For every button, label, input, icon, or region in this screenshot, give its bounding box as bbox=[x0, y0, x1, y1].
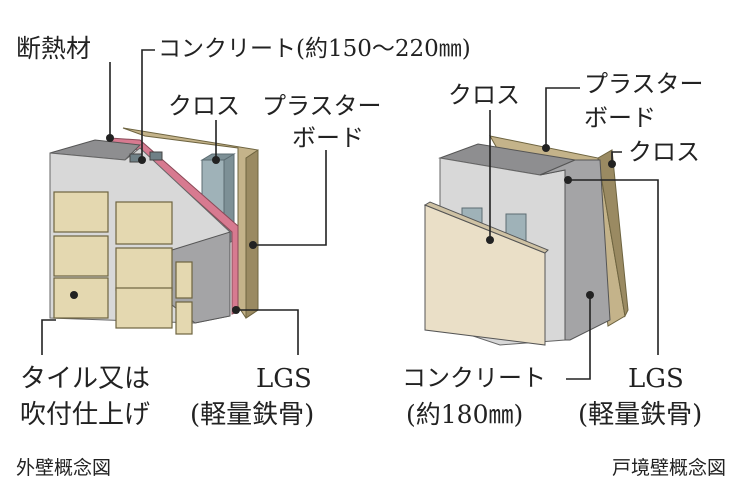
exterior-wall-illustration bbox=[49, 127, 259, 335]
pt-plaster-label-line1: プラスター bbox=[584, 70, 704, 98]
ext-cloth-label: クロス bbox=[168, 92, 240, 120]
ext-tile-label-line2: 吹付仕上げ bbox=[20, 400, 151, 430]
leader-dot bbox=[138, 156, 146, 164]
leader-pt-concrete bbox=[566, 295, 591, 380]
leader-ext-tile bbox=[41, 319, 56, 355]
leader-dot bbox=[106, 134, 114, 142]
pt-cloth-panel-edge bbox=[423, 201, 549, 254]
pt-cloth-left-label: クロス bbox=[448, 81, 520, 109]
ext-caption: 外壁概念図 bbox=[16, 457, 112, 479]
leader-dot bbox=[232, 306, 240, 314]
ext-tile-label-line1: タイル又は bbox=[20, 364, 151, 394]
ext-insulation-label: 断熱材 bbox=[16, 34, 92, 63]
ext-lgs-label-line1: LGS bbox=[256, 364, 312, 394]
ext-concrete-slot bbox=[149, 151, 163, 161]
leader-dot bbox=[608, 160, 616, 168]
leader-pt-plaster bbox=[545, 87, 580, 148]
pt-concrete-label-line1: コンクリート bbox=[402, 364, 546, 392]
leader-dot bbox=[249, 241, 257, 249]
ext-plaster-board-side bbox=[245, 149, 259, 319]
leader-dots bbox=[70, 134, 616, 314]
tile bbox=[53, 191, 109, 233]
leader-ext-lgs bbox=[236, 309, 299, 355]
leader-dot bbox=[70, 291, 78, 299]
ext-plaster-label-line1: プラスター bbox=[262, 92, 382, 120]
pt-plaster-label-line2: ボード bbox=[584, 104, 656, 132]
pt-caption: 戸境壁概念図 bbox=[612, 457, 727, 479]
leader-dot bbox=[212, 156, 220, 164]
pt-cloth-right-label: クロス bbox=[628, 138, 700, 166]
pt-lgs-label-line1: LGS bbox=[628, 364, 684, 394]
tile bbox=[175, 261, 193, 299]
leader-dot bbox=[486, 236, 494, 244]
leader-dot bbox=[564, 176, 572, 184]
leader-dot bbox=[586, 291, 594, 299]
leader-pt-lgs bbox=[568, 179, 659, 355]
tile bbox=[53, 277, 109, 319]
leader-ext-concrete bbox=[141, 49, 155, 160]
ext-plaster-label-line2: ボード bbox=[292, 124, 364, 152]
tile bbox=[175, 301, 193, 335]
tile bbox=[115, 247, 173, 291]
ext-lgs-label-line2: (軽量鉄骨) bbox=[190, 400, 315, 430]
leader-lines bbox=[41, 49, 659, 380]
leader-dot bbox=[542, 144, 550, 152]
leader-ext-plaster bbox=[253, 150, 327, 246]
ext-tiles bbox=[53, 191, 193, 335]
pt-plaster-board-rear-side bbox=[597, 149, 629, 318]
ext-concrete-label: コンクリート(約150～220㎜) bbox=[158, 36, 471, 62]
pt-concrete-label-line2: (約180㎜) bbox=[406, 400, 524, 429]
tile bbox=[53, 235, 109, 277]
pt-lgs-label-line2: (軽量鉄骨) bbox=[578, 400, 703, 430]
tile bbox=[115, 287, 173, 329]
tile bbox=[115, 201, 173, 245]
partition-wall-illustration bbox=[423, 135, 629, 346]
